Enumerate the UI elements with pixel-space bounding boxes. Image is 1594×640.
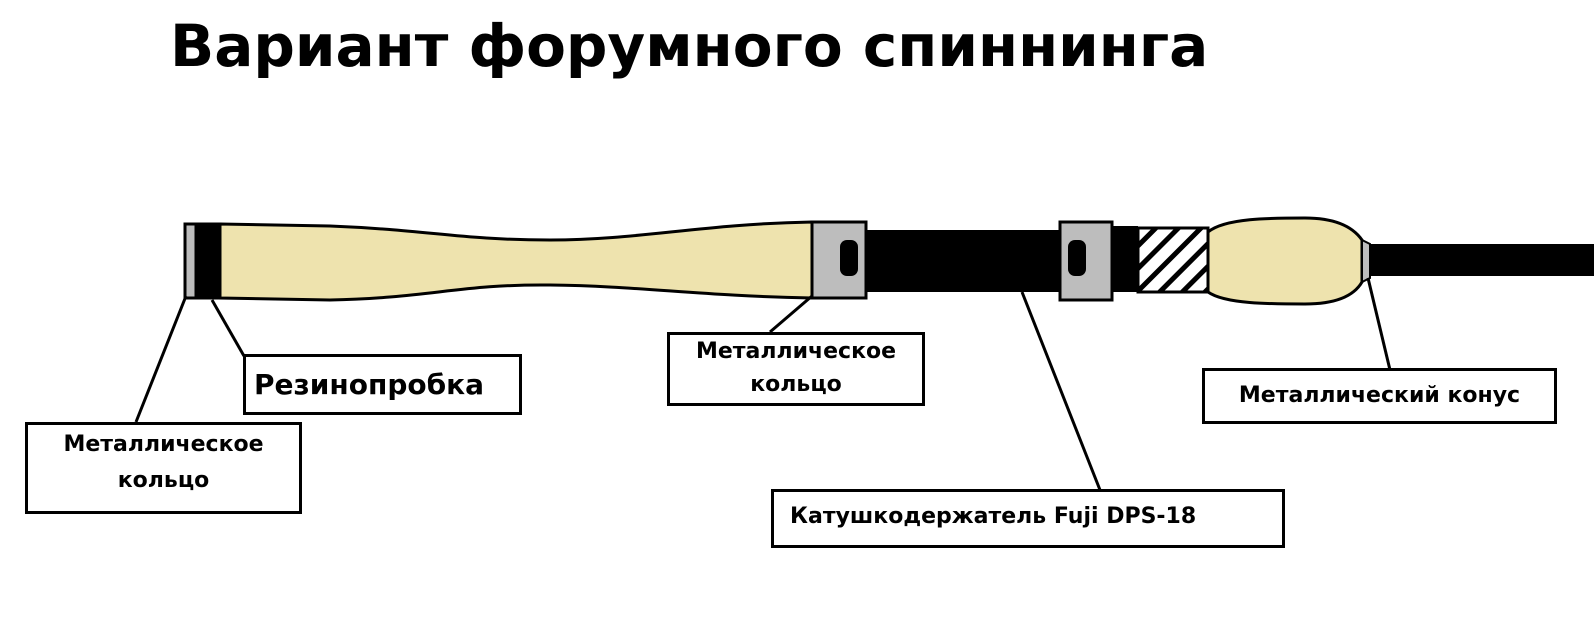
label-metal-cone-text: Металлический конус xyxy=(1238,383,1521,408)
metal-cone xyxy=(1361,238,1371,284)
leader-butt-cap xyxy=(210,299,246,357)
fore-cork-grip xyxy=(1206,216,1364,306)
leader-ring-left xyxy=(134,295,188,423)
thread-winding xyxy=(1136,226,1210,294)
butt-metal-ring xyxy=(183,222,198,300)
label-rubber-butt-cap-text: Резинопробка xyxy=(254,368,485,401)
leader-reel-seat xyxy=(1020,291,1102,491)
label-rubber-butt-cap: Резинопробка xyxy=(243,354,522,415)
label-metal-ring-left-line2: кольцо xyxy=(117,468,210,493)
label-metal-ring-left-line1: Металлическое xyxy=(63,432,264,457)
label-metal-ring-middle: Металлическое кольцо xyxy=(667,332,925,406)
rod-blank-tip xyxy=(1370,244,1594,276)
reel-seat-collar xyxy=(1112,226,1138,292)
label-reel-seat-text: Катушкодержатель Fuji DPS-18 xyxy=(790,504,1197,529)
reel-seat-ring-slot xyxy=(1068,240,1086,276)
rear-cork-grip xyxy=(218,220,814,302)
diagram-title: Вариант форумного спиннинга xyxy=(170,12,1209,80)
leader-ring-mid xyxy=(769,294,813,334)
leader-cone xyxy=(1366,277,1392,371)
rubber-butt-cap xyxy=(194,222,222,300)
label-metal-cone: Металлический конус xyxy=(1202,368,1557,424)
label-metal-ring-middle-line2: кольцо xyxy=(750,372,842,397)
rod-blank-section xyxy=(866,230,1060,292)
label-metal-ring-middle-line1: Металлическое xyxy=(695,339,897,364)
label-metal-ring-left: Металлическое кольцо xyxy=(25,422,302,514)
middle-ring-slot xyxy=(840,240,858,276)
label-reel-seat: Катушкодержатель Fuji DPS-18 xyxy=(771,489,1285,548)
